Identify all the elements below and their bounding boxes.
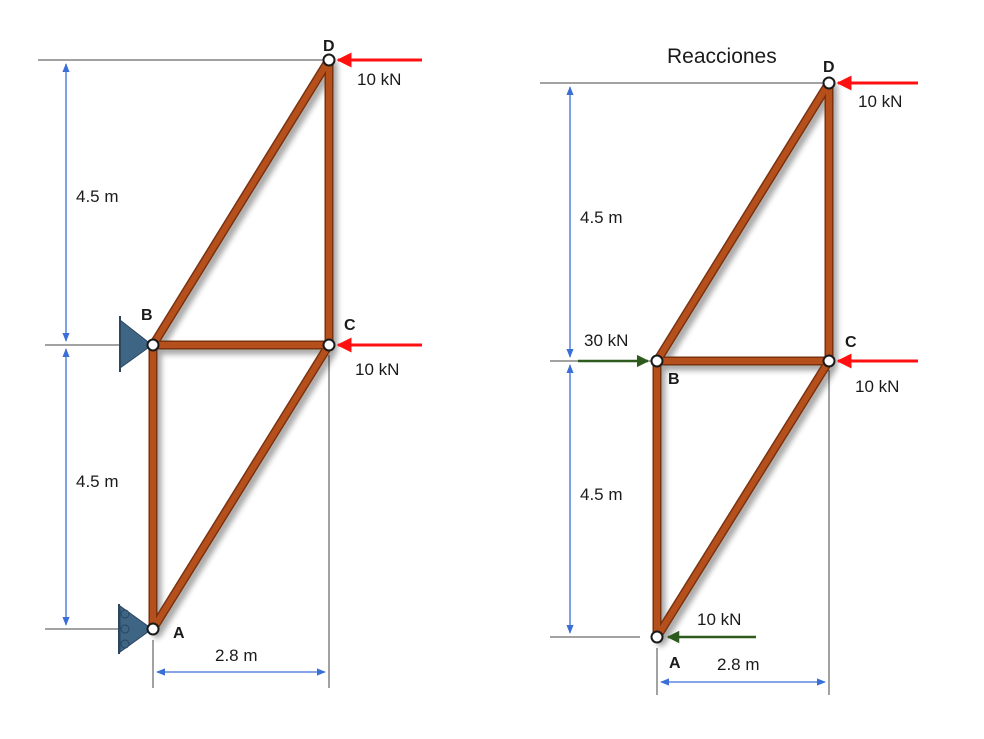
right-load-label-D: 10 kN bbox=[858, 92, 902, 111]
right-node-label-A: A bbox=[669, 655, 681, 672]
right-reaction-label-B: 30 kN bbox=[584, 331, 628, 350]
joint-circle-icon bbox=[822, 76, 836, 90]
right-joints bbox=[650, 76, 836, 644]
right-node-label-D: D bbox=[823, 59, 835, 76]
joint-circle-icon bbox=[822, 354, 836, 368]
joint-circle-icon bbox=[322, 338, 336, 352]
roller-support-icon bbox=[118, 604, 153, 654]
right-node-label-C: C bbox=[845, 334, 857, 351]
left-dim-horizontal-label: 2.8 m bbox=[215, 646, 258, 665]
joint-circle-icon bbox=[146, 622, 160, 636]
right-reaction-arrows bbox=[578, 354, 756, 644]
left-load-arrows bbox=[336, 52, 422, 353]
member-AC bbox=[654, 358, 832, 640]
left-node-label-A: A bbox=[173, 625, 185, 642]
left-node-label-C: C bbox=[344, 317, 356, 334]
joint-circle-icon bbox=[146, 338, 160, 352]
left-dim-lower-label: 4.5 m bbox=[76, 472, 119, 491]
joint-circle-icon bbox=[650, 630, 664, 644]
right-dimension-lines bbox=[566, 86, 826, 686]
right-guide-lines bbox=[540, 82, 830, 695]
left-node-label-D: D bbox=[323, 38, 335, 55]
pin-support-triangle-icon bbox=[119, 316, 153, 372]
right-dim-horizontal-label: 2.8 m bbox=[717, 655, 760, 674]
right-dim-lower-label: 4.5 m bbox=[580, 485, 623, 504]
right-reaction-label-A: 10 kN bbox=[697, 610, 741, 629]
member-BD bbox=[654, 80, 832, 364]
right-dim-upper-label: 4.5 m bbox=[580, 208, 623, 227]
left-truss-diagram: D B C A 4.5 m 4.5 m 2.8 m 10 kN 10 kN bbox=[38, 38, 422, 688]
right-node-label-B: B bbox=[668, 371, 680, 388]
joint-circle-icon bbox=[322, 53, 336, 67]
right-load-label-C: 10 kN bbox=[855, 377, 899, 396]
right-diagram-title: Reacciones bbox=[667, 45, 777, 68]
left-node-label-B: B bbox=[141, 307, 153, 324]
left-joints bbox=[146, 53, 336, 636]
left-dim-upper-label: 4.5 m bbox=[76, 187, 119, 206]
right-load-arrows bbox=[836, 75, 918, 369]
left-guide-lines bbox=[38, 59, 330, 688]
left-members bbox=[148, 55, 334, 634]
joint-circle-icon bbox=[650, 354, 664, 368]
right-truss-diagram: Reacciones bbox=[540, 45, 918, 695]
left-load-label-D: 10 kN bbox=[357, 70, 401, 89]
left-load-label-C: 10 kN bbox=[355, 360, 399, 379]
right-members bbox=[652, 78, 834, 642]
left-dimension-lines bbox=[62, 63, 326, 676]
member-BD bbox=[150, 57, 332, 348]
member-AC bbox=[150, 342, 332, 632]
